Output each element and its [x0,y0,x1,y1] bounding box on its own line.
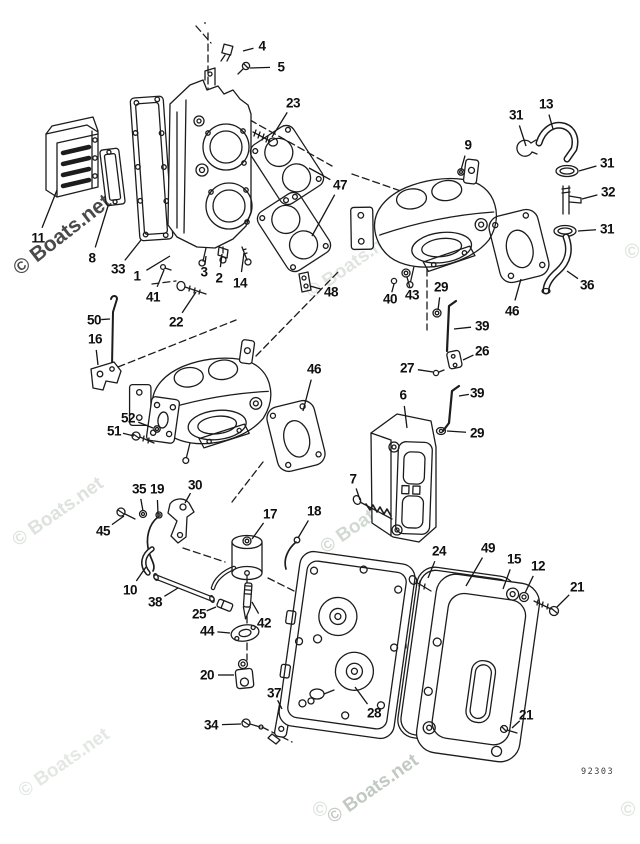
callout-35: 35 [131,481,147,497]
carb-mount-gasket-lower [263,397,329,475]
watermark-ghost: © [621,0,636,4]
callout-1: 1 [133,268,141,284]
callout-11: 11 [31,230,45,246]
carb-nuts [391,269,410,284]
washer-9 [458,169,464,175]
callout-31: 31 [599,221,615,237]
callout-52: 52 [120,410,136,426]
carb-base-gaskets [246,121,335,276]
flange-plate [146,396,180,443]
callout-45: 45 [95,523,111,539]
callout-39: 39 [469,385,485,401]
callout-5: 5 [277,59,285,75]
callout-29: 29 [469,425,485,441]
diagram-code: 92303 [581,767,615,777]
callout-27: 27 [399,360,415,376]
watermark-ghost: © [313,0,328,4]
callout-36: 36 [579,277,595,293]
callout-34: 34 [203,717,219,733]
callout-17: 17 [262,506,278,522]
callout-47: 47 [332,177,348,193]
silencer-cover [352,414,436,542]
callout-13: 13 [538,96,554,112]
callout-23: 23 [285,95,301,111]
fuel-filter [213,536,300,589]
watermark-ghost: © [624,241,640,263]
watermark-ghost: © [1,0,16,4]
carburetor-upper [341,155,505,295]
cover-fasteners [408,574,559,733]
callout-49: 49 [480,540,496,556]
callout-46: 46 [306,361,322,377]
callout-32: 32 [600,184,616,200]
rod-and-bracket [91,296,121,390]
callout-9: 9 [464,137,472,153]
callout-26: 26 [474,343,490,359]
screw-and-washer [132,426,160,443]
callout-38: 38 [147,594,163,610]
watermark-ghost: © [312,799,328,821]
callout-15: 15 [506,551,522,567]
callout-48: 48 [323,284,339,300]
callout-51: 51 [106,423,122,439]
callout-41: 41 [145,289,161,305]
callout-19: 19 [149,481,165,497]
callout-8: 8 [88,250,96,266]
exhaust-cover [414,572,542,765]
callout-18: 18 [306,503,322,519]
watermark-ghost: © [620,799,636,821]
callout-21: 21 [518,707,534,723]
callout-22: 22 [168,314,184,330]
callout-40: 40 [382,291,398,307]
callout-20: 20 [199,667,215,683]
callout-12: 12 [530,558,546,574]
callout-31: 31 [508,107,524,123]
callout-6: 6 [399,387,407,403]
callout-37: 37 [266,685,282,701]
backplate [271,549,416,740]
callout-39: 39 [474,318,490,334]
callout-21: 21 [569,579,585,595]
callout-4: 4 [258,38,266,54]
callout-7: 7 [349,471,357,487]
clip-and-screws-top [221,44,278,146]
callout-10: 10 [122,582,138,598]
callout-31: 31 [599,155,615,171]
callout-46: 46 [504,303,520,319]
manifold-plate [130,96,173,241]
callout-28: 28 [366,705,382,721]
callout-33: 33 [110,261,126,277]
callout-16: 16 [87,331,103,347]
callout-43: 43 [404,287,420,303]
callout-44: 44 [199,623,215,639]
callout-50: 50 [86,312,102,328]
callout-2: 2 [215,270,223,286]
fuel-hose-group [517,125,581,293]
reed-gasket [100,148,126,206]
callout-30: 30 [187,477,203,493]
reed-valve-assembly [46,117,98,197]
callout-14: 14 [232,275,248,291]
anchor-bracket [299,272,311,292]
callout-42: 42 [256,615,272,631]
callout-29: 29 [433,279,449,295]
intake-manifold [168,22,252,248]
linkage-rods [433,301,463,435]
callout-3: 3 [200,264,208,280]
callout-25: 25 [191,606,207,622]
callout-24: 24 [431,543,447,559]
